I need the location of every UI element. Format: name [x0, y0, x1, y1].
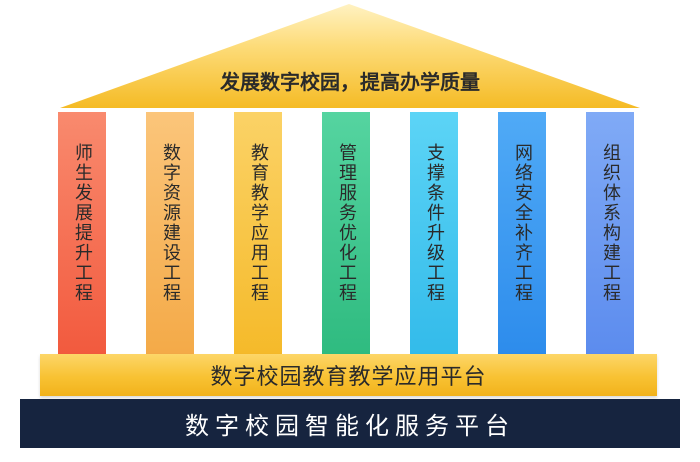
pillar-label: 网络安全补齐工程 — [512, 143, 533, 303]
pillar-teaching-application: 教育教学应用工程 — [234, 112, 282, 354]
roof — [60, 4, 640, 108]
pillar-label: 师生发展提升工程 — [72, 143, 93, 303]
pillar-label: 管理服务优化工程 — [336, 143, 357, 303]
pillar-label: 组织体系构建工程 — [600, 143, 621, 303]
pillar-label: 数字资源建设工程 — [160, 143, 181, 303]
pillar-digital-resources: 数字资源建设工程 — [146, 112, 194, 354]
roof-triangle — [60, 4, 640, 108]
platform-top-label: 数字校园教育教学应用平台 — [210, 365, 487, 390]
platform-intelligent-service: 数字校园智能化服务平台 — [20, 399, 680, 448]
pillar-organization-system: 组织体系构建工程 — [586, 112, 634, 354]
pillar-support-conditions: 支撑条件升级工程 — [410, 112, 458, 354]
roof-title: 发展数字校园，提高办学质量 — [220, 70, 480, 94]
pillar-network-security: 网络安全补齐工程 — [498, 112, 546, 354]
pillar-teacher-student: 师生发展提升工程 — [58, 112, 106, 354]
platform-bottom-label: 数字校园智能化服务平台 — [185, 412, 515, 440]
pillar-label: 支撑条件升级工程 — [424, 143, 445, 303]
pillar-label: 教育教学应用工程 — [248, 143, 269, 303]
platform-teaching-application: 数字校园教育教学应用平台 — [40, 354, 657, 396]
pillar-management-service: 管理服务优化工程 — [322, 112, 370, 354]
